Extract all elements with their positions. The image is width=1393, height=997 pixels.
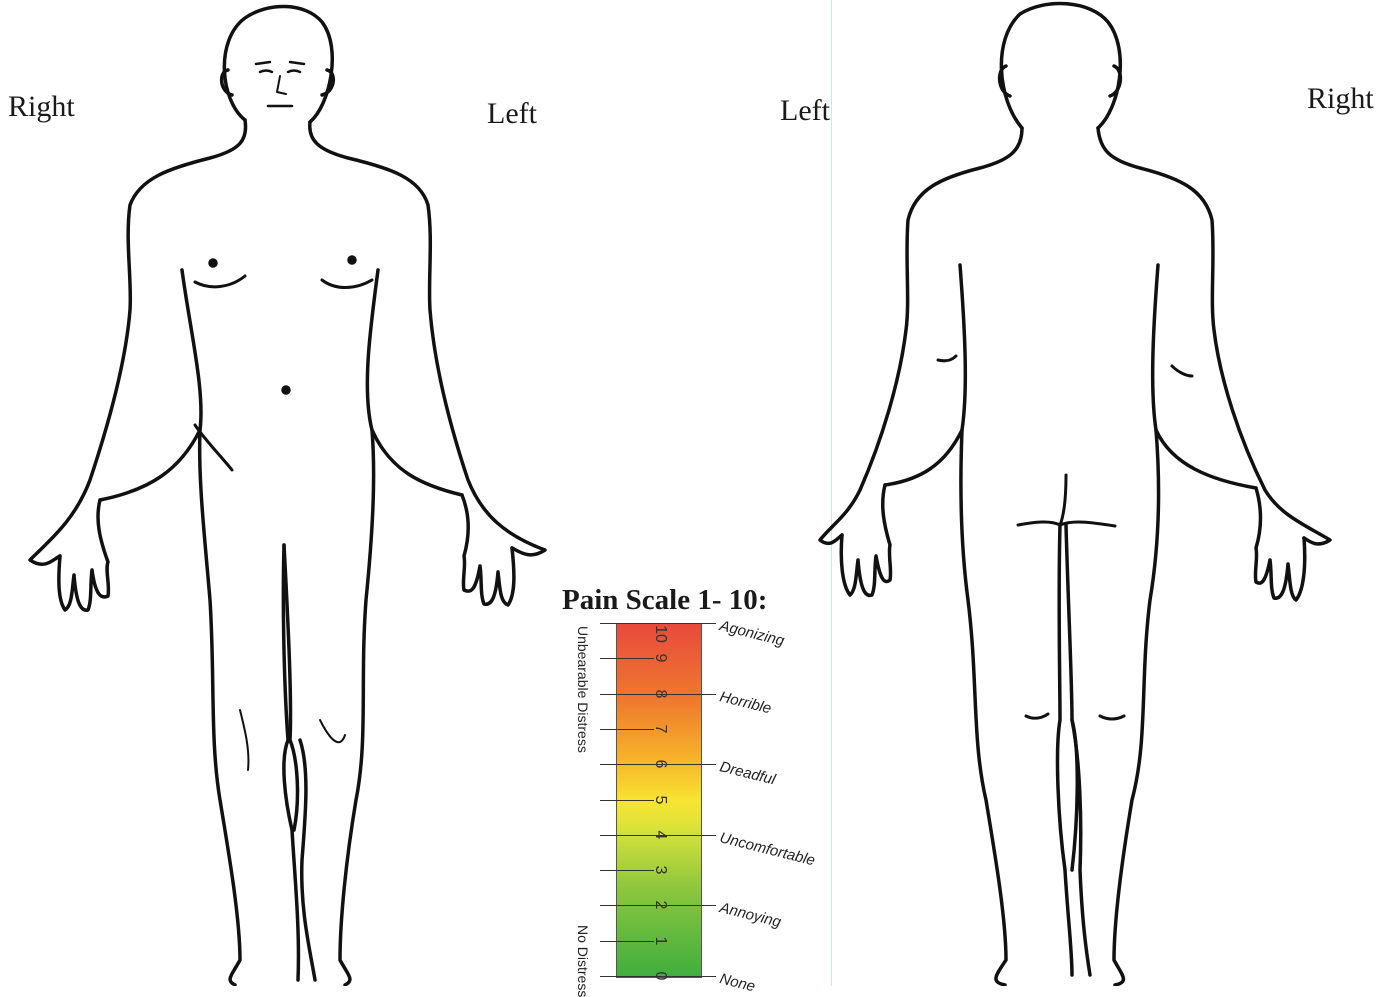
scale-descriptor: Annoying bbox=[718, 900, 783, 932]
unbearable-distress-label: Unbearable Distress bbox=[575, 626, 590, 753]
scale-number: 1 bbox=[651, 931, 669, 951]
scale-number: 5 bbox=[651, 790, 669, 810]
scale-number: 4 bbox=[651, 825, 669, 845]
scale-number: 10 bbox=[651, 624, 669, 644]
scale-number: 2 bbox=[651, 895, 669, 915]
scale-tick bbox=[600, 658, 654, 659]
scale-number: 3 bbox=[651, 860, 669, 880]
scale-tick bbox=[600, 800, 654, 801]
no-distress-label: No Distress bbox=[575, 925, 590, 997]
scale-number: 0 bbox=[651, 966, 669, 986]
scale-number: 7 bbox=[651, 719, 669, 739]
pain-scale-title: Pain Scale 1- 10: bbox=[562, 584, 767, 617]
scale-tick bbox=[600, 941, 654, 942]
scale-number: 8 bbox=[651, 684, 669, 704]
scale-number: 9 bbox=[651, 648, 669, 668]
scale-descriptor: Agonizing bbox=[718, 617, 786, 649]
scale-descriptor: Uncomfortable bbox=[718, 829, 817, 869]
front-body-diagram[interactable] bbox=[0, 0, 580, 986]
scale-descriptor: Horrible bbox=[718, 688, 773, 717]
scale-descriptor: None bbox=[718, 970, 757, 995]
back-body-diagram[interactable] bbox=[810, 0, 1380, 986]
scale-number: 6 bbox=[651, 754, 669, 774]
scale-descriptor: Dreadful bbox=[718, 758, 777, 788]
scale-tick bbox=[600, 870, 654, 871]
scale-tick bbox=[600, 729, 654, 730]
